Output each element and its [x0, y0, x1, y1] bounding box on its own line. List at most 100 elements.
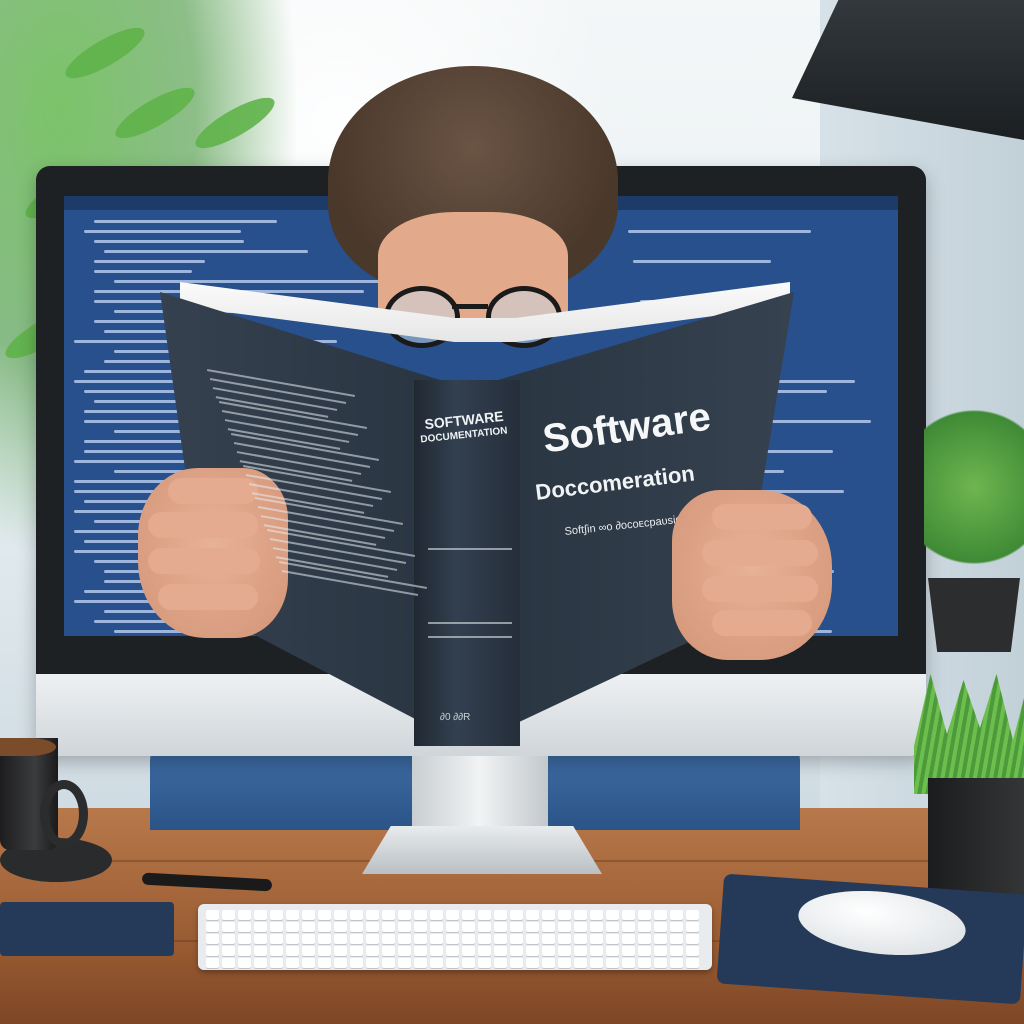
- keyboard-key: [270, 946, 283, 956]
- left-desk-pad: [0, 902, 174, 956]
- monitor-stand: [412, 756, 548, 836]
- keyboard-key: [446, 922, 459, 932]
- keyboard-key: [638, 910, 651, 920]
- finger: [158, 584, 258, 610]
- keyboard-key: [542, 946, 555, 956]
- keyboard-key: [254, 910, 267, 920]
- code-line: [94, 260, 205, 263]
- finger: [148, 512, 258, 538]
- keyboard-key: [462, 934, 475, 944]
- keyboard-key: [510, 922, 523, 932]
- keyboard-key: [526, 958, 539, 968]
- keyboard-key: [558, 922, 571, 932]
- keyboard-key: [430, 934, 443, 944]
- code-line: [74, 380, 224, 383]
- keyboard-key: [398, 922, 411, 932]
- keyboard-key: [318, 958, 331, 968]
- keyboard-key: [654, 910, 667, 920]
- keyboard-key: [238, 958, 251, 968]
- keyboard-key: [670, 946, 683, 956]
- keyboard-key: [510, 958, 523, 968]
- keyboard-key: [334, 910, 347, 920]
- keyboard-key: [542, 958, 555, 968]
- keyboard-key: [590, 910, 603, 920]
- keyboard-key: [254, 958, 267, 968]
- keyboard-key: [638, 958, 651, 968]
- keyboard-icon: [198, 904, 712, 970]
- keyboard-key: [206, 922, 219, 932]
- keyboard-key: [670, 958, 683, 968]
- code-line: [74, 600, 200, 603]
- keyboard-key: [238, 934, 251, 944]
- keyboard-key: [478, 934, 491, 944]
- keyboard-key: [510, 934, 523, 944]
- keyboard-key: [494, 910, 507, 920]
- keyboard-key: [542, 922, 555, 932]
- keyboard-key: [206, 958, 219, 968]
- keyboard-key: [254, 946, 267, 956]
- keyboard-key: [478, 922, 491, 932]
- book-spine: [414, 380, 520, 746]
- keyboard-key: [222, 922, 235, 932]
- keyboard-key: [398, 934, 411, 944]
- keyboard-key: [574, 946, 587, 956]
- keyboard-key: [222, 946, 235, 956]
- keyboard-key: [302, 934, 315, 944]
- plant-pot: [928, 578, 1020, 652]
- code-line: [94, 240, 244, 243]
- keyboard-key: [350, 934, 363, 944]
- finger: [702, 576, 818, 602]
- code-line: [84, 440, 222, 443]
- code-line: [682, 420, 871, 423]
- keyboard-key: [318, 910, 331, 920]
- mug-handle: [40, 780, 88, 848]
- keyboard-key: [654, 934, 667, 944]
- keyboard-key: [286, 958, 299, 968]
- keyboard-key: [494, 922, 507, 932]
- code-line: [74, 510, 151, 513]
- spine-line: [428, 622, 512, 624]
- keyboard-key: [670, 922, 683, 932]
- keyboard-key: [350, 946, 363, 956]
- code-line: [94, 270, 192, 273]
- keyboard-key: [366, 922, 379, 932]
- keyboard-key: [462, 946, 475, 956]
- keyboard-key: [414, 934, 427, 944]
- keyboard-key: [590, 934, 603, 944]
- code-line: [94, 220, 277, 223]
- finger: [168, 478, 258, 504]
- keyboard-key: [286, 946, 299, 956]
- keyboard-key: [238, 922, 251, 932]
- keyboard-key: [606, 946, 619, 956]
- keyboard-key: [606, 958, 619, 968]
- keyboard-key: [590, 922, 603, 932]
- keyboard-key: [478, 946, 491, 956]
- code-line: [74, 530, 195, 533]
- keyboard-key: [382, 958, 395, 968]
- keyboard-key: [382, 934, 395, 944]
- keyboard-key: [270, 910, 283, 920]
- code-line: [84, 390, 240, 393]
- keyboard-key: [606, 934, 619, 944]
- keyboard-key: [526, 922, 539, 932]
- keyboard-key: [686, 958, 699, 968]
- keyboard-key: [478, 910, 491, 920]
- keyboard-key: [350, 922, 363, 932]
- keyboard-key: [270, 922, 283, 932]
- code-line: [94, 400, 250, 403]
- keyboard-key: [670, 934, 683, 944]
- finger: [148, 548, 260, 574]
- keyboard-key: [654, 922, 667, 932]
- keyboard-key: [462, 958, 475, 968]
- keyboard-key: [574, 910, 587, 920]
- keyboard-key: [206, 946, 219, 956]
- keyboard-key: [446, 958, 459, 968]
- keyboard-key: [414, 910, 427, 920]
- keyboard-key: [414, 946, 427, 956]
- keyboard-key: [494, 958, 507, 968]
- keyboard-key: [510, 910, 523, 920]
- keyboard-key: [334, 922, 347, 932]
- keyboard-key: [334, 934, 347, 944]
- keyboard-key: [430, 910, 443, 920]
- code-line: [114, 280, 387, 283]
